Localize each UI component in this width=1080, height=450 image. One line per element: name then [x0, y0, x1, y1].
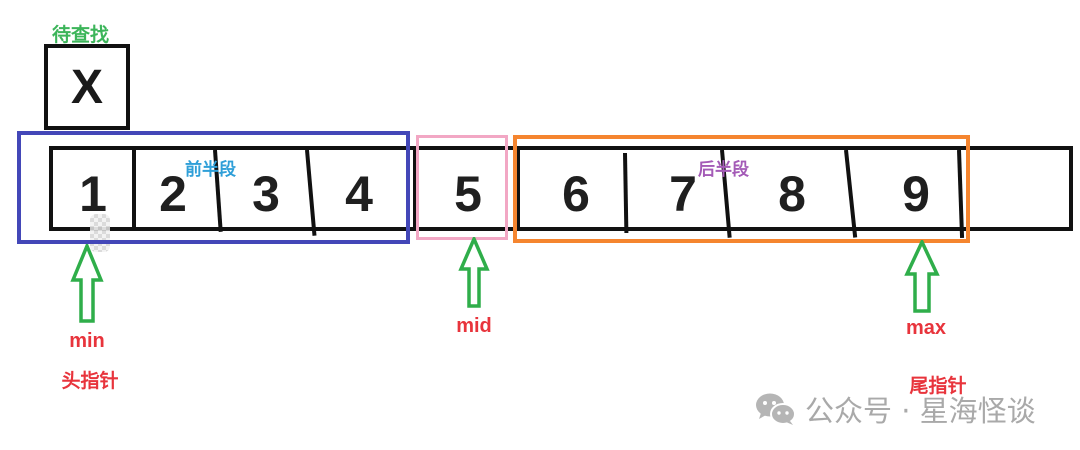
- watermark: 公众号 · 星海怪谈: [755, 388, 1036, 430]
- first-half-label: 前半段: [185, 160, 236, 180]
- array-cell-2: 2: [159, 166, 187, 222]
- pointer-max-description: 尾指针: [909, 375, 967, 397]
- cell-divider: [413, 150, 417, 230]
- pointer-min-description: 头指针: [61, 370, 119, 392]
- arrow-up-icon: [70, 244, 104, 323]
- array-cell-4: 4: [345, 166, 373, 222]
- first-half-box: [17, 131, 410, 244]
- array-cell-9: 9: [902, 166, 930, 222]
- arrow-up-icon: [458, 237, 490, 308]
- array-cell-5: 5: [454, 166, 482, 222]
- pointer-min-label: min: [69, 330, 105, 352]
- wechat-icon: [756, 393, 796, 425]
- target-label: 待查找: [52, 24, 110, 46]
- array: [49, 146, 1073, 231]
- cell-divider: [132, 150, 136, 230]
- arrow-up-icon: [904, 240, 940, 313]
- cell-divider: [516, 150, 520, 230]
- pointer-mid-label: mid: [456, 315, 492, 337]
- array-cell-1: 1: [79, 166, 107, 222]
- second-half-box: [513, 135, 970, 243]
- array-cell-3: 3: [252, 166, 280, 222]
- pointer-max-label: max: [905, 317, 947, 339]
- watermark-text: 公众号 · 星海怪谈: [805, 394, 1036, 428]
- mid-box: [416, 135, 508, 240]
- target-box: X: [44, 44, 130, 130]
- target-value: X: [70, 60, 103, 114]
- second-half-label: 后半段: [698, 160, 749, 180]
- array-cell-7: 7: [669, 166, 697, 222]
- array-cell-6: 6: [562, 166, 590, 222]
- array-cell-8: 8: [778, 166, 806, 222]
